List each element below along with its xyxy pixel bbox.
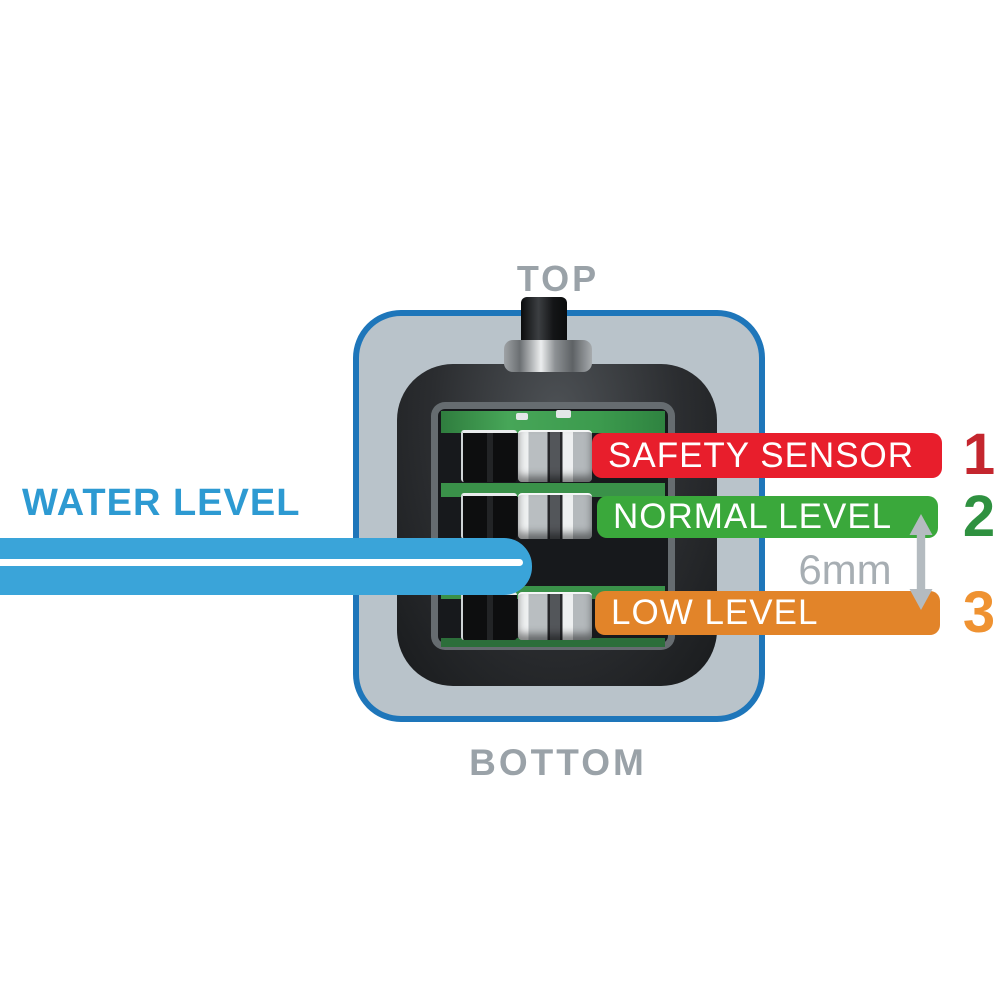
electrode-low-left <box>461 592 517 640</box>
level-banner-label: LOW LEVEL <box>611 593 819 632</box>
cable-gland-nut <box>504 340 592 372</box>
electrode-normal <box>518 493 592 539</box>
water-level-bar-stripe <box>0 559 523 566</box>
pcb-strip <box>441 411 665 433</box>
level-banner-label: NORMAL LEVEL <box>613 497 893 536</box>
electrode-safety <box>518 430 592 482</box>
solder-pad <box>556 410 571 418</box>
level-banner-low-level: LOW LEVEL <box>595 591 940 635</box>
top-label: TOP <box>516 258 600 299</box>
bottom-label: BOTTOM <box>469 742 647 783</box>
electrode-safety-left <box>461 430 517 482</box>
electrode-low <box>518 592 592 640</box>
level-banner-normal-level: NORMAL LEVEL <box>597 496 938 538</box>
level-banner-safety-sensor: SAFETY SENSOR <box>592 433 942 478</box>
solder-pad <box>516 413 528 420</box>
level-number-1: 1 <box>962 422 996 487</box>
level-banner-label: SAFETY SENSOR <box>608 435 915 475</box>
level-number-3: 3 <box>962 580 996 645</box>
pcb-strip <box>441 638 665 647</box>
measurement-label: 6mm <box>798 546 892 593</box>
water-level-bar <box>0 538 532 595</box>
electrode-normal-left <box>461 493 517 539</box>
level-number-2: 2 <box>962 484 996 549</box>
water-level-label: WATER LEVEL <box>22 482 301 524</box>
measurement-double-arrow-icon <box>909 514 933 610</box>
